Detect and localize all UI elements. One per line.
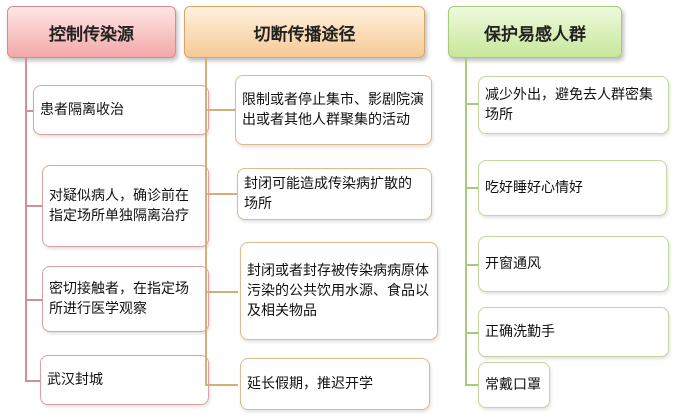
branch-col3-3	[465, 264, 481, 266]
leaf-eat-sleep-well: 吃好睡好心情好	[478, 160, 667, 216]
header-cut-transmission: 切断传播途径	[184, 6, 425, 58]
leaf-wear-mask-text: 常戴口罩	[485, 377, 541, 393]
leaf-wuhan-lockdown-text: 武汉封城	[47, 372, 103, 388]
leaf-restrict-gatherings: 限制或者停止集市、影剧院演出或者其他人群聚集的活动	[235, 75, 432, 145]
connector-col1	[25, 58, 27, 381]
branch-col1-2	[25, 205, 44, 207]
leaf-eat-sleep-well-text: 吃好睡好心情好	[485, 180, 583, 196]
branch-col3-4	[465, 332, 481, 334]
header-protect-susceptible: 保护易感人群	[448, 6, 622, 58]
branch-col2-2	[205, 193, 238, 195]
leaf-close-places-text: 封闭可能造成传染病扩散的场所	[244, 176, 412, 212]
branch-col2-1	[205, 109, 238, 111]
branch-col2-4	[205, 384, 238, 386]
header-cut-transmission-label: 切断传播途径	[253, 24, 356, 45]
leaf-close-contact: 密切接触者，在指定场所进行医学观察	[42, 266, 209, 332]
leaf-wear-mask: 常戴口罩	[478, 362, 550, 408]
leaf-ventilate: 开窗通风	[478, 236, 669, 292]
leaf-restrict-gatherings-text: 限制或者停止集市、影剧院演出或者其他人群聚集的活动	[242, 92, 424, 128]
leaf-suspected-isolation: 对疑似病人，确诊前在指定场所单独隔离治疗	[42, 165, 209, 247]
leaf-extend-holiday: 延长假期，推迟开学	[240, 358, 430, 410]
connector-col3	[465, 58, 467, 385]
header-control-source-label: 控制传染源	[49, 24, 134, 45]
leaf-wash-hands-text: 正确洗勤手	[485, 324, 555, 340]
header-control-source: 控制传染源	[7, 6, 176, 58]
leaf-reduce-outings-text: 减少外出，避免去人群密集场所	[485, 87, 653, 123]
branch-col3-1	[465, 103, 481, 105]
branch-col1-4	[25, 380, 44, 382]
leaf-ventilate-text: 开窗通风	[485, 256, 541, 272]
leaf-close-places: 封闭可能造成传染病扩散的场所	[237, 168, 432, 220]
branch-col3-5	[465, 384, 481, 386]
leaf-reduce-outings: 减少外出，避免去人群密集场所	[478, 76, 669, 134]
leaf-extend-holiday-text: 延长假期，推迟开学	[247, 376, 373, 392]
connector-col2	[205, 58, 207, 385]
leaf-patient-isolation: 患者隔离收治	[33, 85, 209, 135]
leaf-patient-isolation-text: 患者隔离收治	[40, 102, 124, 118]
leaf-suspected-isolation-text: 对疑似病人，确诊前在指定场所单独隔离治疗	[49, 188, 189, 224]
leaf-seal-contaminated-text: 封闭或者封存被传染病病原体污染的公共饮用水源、食品以及相关物品	[247, 263, 429, 319]
leaf-wash-hands: 正确洗勤手	[478, 307, 669, 357]
branch-col3-2	[465, 187, 481, 189]
leaf-wuhan-lockdown: 武汉封城	[40, 355, 209, 405]
leaf-close-contact-text: 密切接触者，在指定场所进行医学观察	[49, 281, 189, 317]
leaf-seal-contaminated: 封闭或者封存被传染病病原体污染的公共饮用水源、食品以及相关物品	[240, 242, 438, 340]
header-protect-susceptible-label: 保护易感人群	[484, 24, 586, 45]
branch-col2-3	[205, 291, 238, 293]
branch-col1-3	[25, 299, 44, 301]
